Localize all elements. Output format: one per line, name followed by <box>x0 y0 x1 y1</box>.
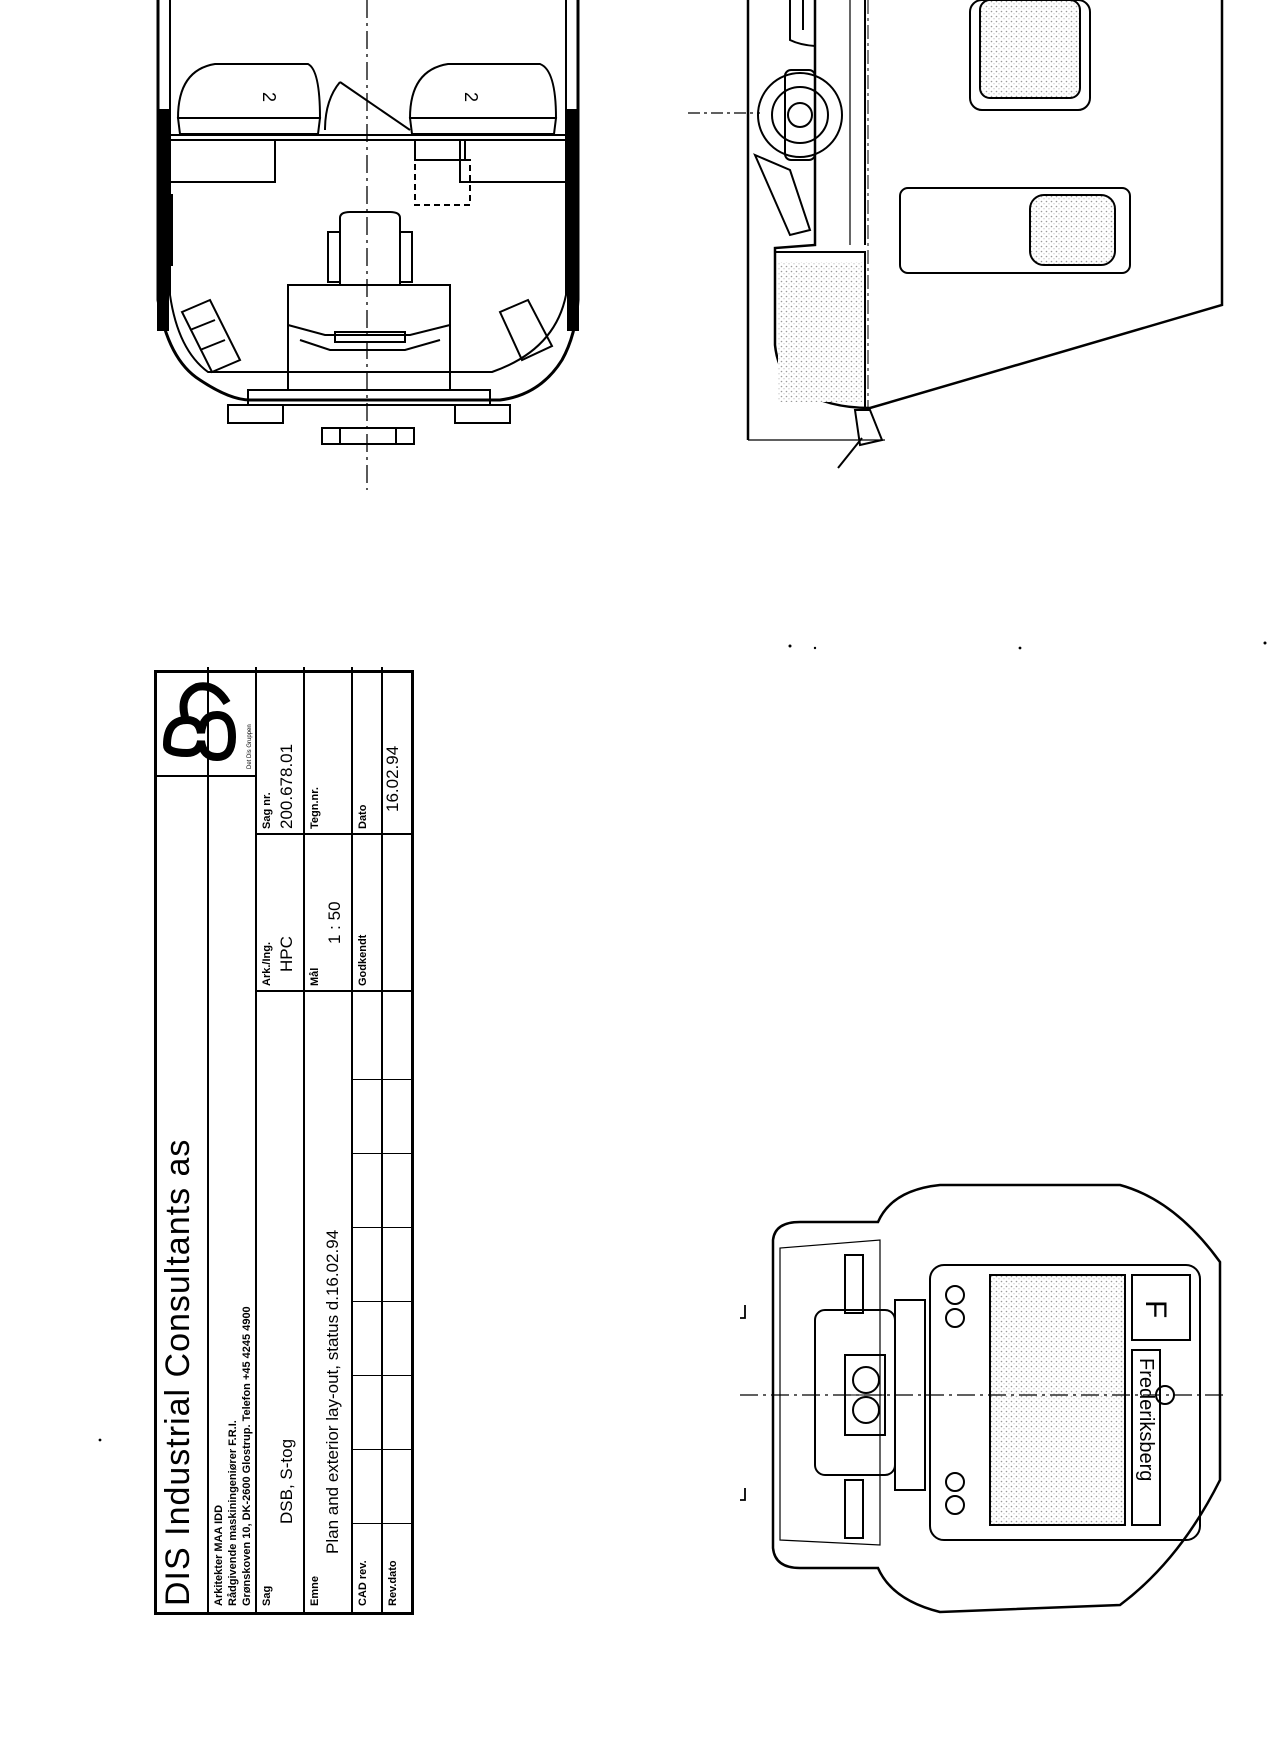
cab-front-view <box>740 1183 1225 1614</box>
sag-row: Sag DSB, S-tog Ark./Ing. HPC Sag nr. 200… <box>257 667 305 1612</box>
title-block-header: DIS Industrial Consultants as <box>157 667 209 1612</box>
emne-value: Plan and exterior lay-out, status d.16.0… <box>323 1229 342 1554</box>
cab-plan-view: 2 2 <box>156 0 580 490</box>
company-logo: Det Dis Gruppen <box>157 667 257 777</box>
sagnr-label: Sag nr. <box>261 792 273 829</box>
tegnnr-label: Tegn.nr. <box>309 787 321 829</box>
dis-logo-icon <box>162 682 237 762</box>
address-line-2: Rådgivende maskiningeniører F.R.I. <box>227 1420 239 1606</box>
dato-label: Dato <box>357 804 369 829</box>
emne-row: Emne Plan and exterior lay-out, status d… <box>305 667 353 1612</box>
destination-sign: Frederiksberg <box>1135 1358 1157 1481</box>
dato-value: 16.02.94 <box>383 745 402 812</box>
logo-caption: Det Dis Gruppen <box>247 724 253 769</box>
paper-specks <box>98 641 1267 1442</box>
maal-value: 1 : 50 <box>325 901 344 944</box>
maal-label: Mål <box>309 967 321 986</box>
ark-label: Ark./Ing. <box>261 941 273 986</box>
revdato-label: Rev.dato <box>387 1560 399 1606</box>
seat-label-left: 2 <box>259 92 279 102</box>
ark-value: HPC <box>277 936 296 972</box>
route-letter: F <box>1139 1300 1172 1318</box>
cab-side-view <box>688 0 1224 469</box>
seat-label-right: 2 <box>461 92 481 102</box>
title-block: DIS Industrial Consultants as Arkitekter… <box>154 667 414 1615</box>
address-line-1: Arkitekter MAA IDD <box>213 1504 225 1606</box>
company-name: DIS Industrial Consultants as <box>159 1138 197 1606</box>
sag-label: Sag <box>261 1585 273 1606</box>
revdato-row: Rev.dato 16.02.94 <box>383 667 411 1612</box>
sag-value: DSB, S-tog <box>277 1438 296 1524</box>
sagnr-value: 200.678.01 <box>277 743 296 829</box>
godkendt-label: Godkendt <box>357 934 369 986</box>
company-address: Arkitekter MAA IDD Rådgivende maskininge… <box>209 667 257 1612</box>
cadrev-row: CAD rev. Godkendt Dato <box>353 667 383 1612</box>
address-line-3: Grønskoven 10, DK-2600 Glostrup. Telefon… <box>241 1306 253 1606</box>
cadrev-label: CAD rev. <box>357 1560 369 1606</box>
emne-label: Emne <box>309 1576 321 1606</box>
